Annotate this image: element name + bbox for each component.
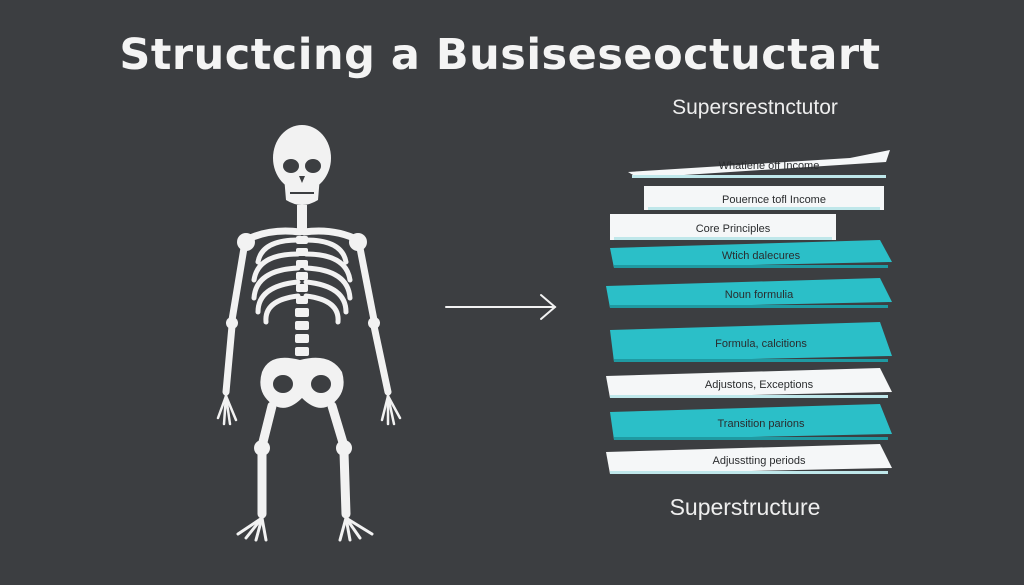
page-title: Structcing a Busiseseoctuctart [119, 30, 881, 80]
stack-layer: Pouernce tofl Income [644, 186, 884, 210]
stack-layer-label: Formula, calcitions [715, 338, 807, 350]
stack-layer: Adjusstting periods [606, 444, 892, 474]
stack-layer-edge [610, 471, 888, 474]
stack-layer: Formula, calcitions [610, 322, 892, 362]
stack-layer-edge [610, 395, 888, 398]
stack-layer-shape [606, 278, 892, 308]
stack-layer-label: Adjusstting periods [713, 455, 806, 467]
stack-layer: Transition parions [610, 404, 892, 440]
bottom-stack-label: Superstructure [669, 494, 821, 520]
top-stack-label: Supersrestnctutor [672, 96, 838, 119]
arrow-right-icon [445, 294, 557, 320]
stack-layer-shape [628, 150, 890, 178]
stack-layer-shape [610, 404, 892, 440]
stack-layer: Adjustons, Exceptions [606, 368, 892, 398]
stack-layer: Noun formulia [606, 278, 892, 308]
stack-layer: Wtich dalecures [610, 240, 892, 268]
stack-layer-edge [614, 265, 888, 268]
stack-layer-shape [606, 444, 892, 474]
stack-layer-shape [644, 186, 884, 210]
stack-layer-edge [648, 207, 880, 210]
stack-layer-shape [606, 368, 892, 398]
stack-layer-label: Transition parions [717, 418, 805, 430]
stack-layer-edge [610, 305, 888, 308]
stack-layer-edge [614, 237, 832, 240]
stack-layer-shape [610, 240, 892, 268]
stack-layer: Core Principles [610, 214, 836, 240]
stack-layer-edge [614, 437, 888, 440]
stack-layer: Whatiene off Income [628, 150, 890, 178]
stack-layer-label: Core Principles [696, 223, 771, 235]
stack-layer-label: Whatiene off Income [719, 160, 820, 172]
stack-layer-shape [610, 214, 836, 240]
stack-layer-edge [614, 359, 888, 362]
stack-layer-label: Noun formulia [725, 289, 794, 301]
stack-layer-edge [632, 175, 886, 178]
stack-layer-shape [610, 322, 892, 362]
stack-layer-label: Adjustons, Exceptions [705, 379, 814, 391]
stack-layer-label: Wtich dalecures [722, 250, 801, 262]
stack-layer-label: Pouernce tofl Income [722, 194, 826, 206]
skeleton-icon [216, 125, 402, 542]
